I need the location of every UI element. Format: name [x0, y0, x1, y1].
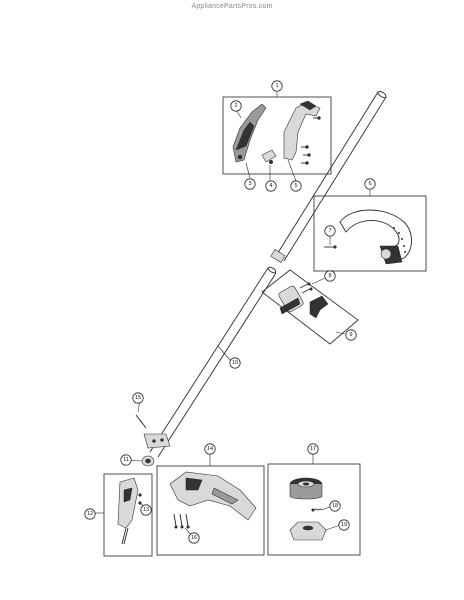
callout-2: 2: [230, 100, 242, 112]
drive-assembly-group: [103, 473, 153, 557]
trimmer-head-group: [267, 463, 361, 556]
svg-text:17: 17: [310, 446, 316, 452]
main-shaft: [149, 91, 387, 458]
callout-19: 19: [338, 519, 350, 531]
svg-text:10: 10: [232, 360, 238, 366]
svg-text:3: 3: [248, 181, 251, 187]
callout-10: 10: [229, 357, 241, 369]
callout-5: 5: [290, 180, 302, 192]
svg-text:11: 11: [123, 457, 129, 463]
callout-16-head: 18: [329, 500, 341, 512]
handle-housing-group: [222, 96, 332, 175]
svg-text:1: 1: [275, 83, 278, 89]
svg-text:2: 2: [234, 103, 237, 109]
callout-13: 13: [140, 504, 152, 516]
svg-text:4: 4: [269, 183, 272, 189]
svg-text:7: 7: [328, 228, 331, 234]
svg-text:15: 15: [135, 395, 141, 401]
handle-clamp-group: [261, 269, 359, 345]
callout-16-guard: 16: [188, 532, 200, 544]
guard-group: [156, 465, 265, 556]
watermark: AppliancePartsPros.com: [191, 3, 273, 10]
callout-1: 1: [271, 80, 283, 92]
callout-17: 17: [307, 443, 319, 455]
shaft-clamp-group: [135, 414, 171, 467]
callout-8: 8: [324, 270, 336, 282]
svg-text:5: 5: [294, 183, 297, 189]
svg-text:14: 14: [207, 446, 213, 452]
svg-text:9: 9: [349, 332, 352, 338]
callout-4: 4: [265, 180, 277, 192]
callout-6: 6: [364, 178, 376, 190]
svg-text:13: 13: [143, 507, 149, 513]
svg-text:16: 16: [191, 535, 197, 541]
callout-14: 14: [204, 443, 216, 455]
callout-12: 12: [84, 508, 96, 520]
callout-3: 3: [244, 178, 256, 190]
svg-text:12: 12: [87, 511, 93, 517]
callout-9: 9: [345, 329, 357, 341]
callout-11: 11: [120, 454, 132, 466]
callout-15: 15: [132, 392, 144, 404]
svg-text:8: 8: [328, 273, 331, 279]
svg-text:19: 19: [341, 522, 347, 528]
svg-text:18: 18: [332, 503, 338, 509]
svg-text:6: 6: [368, 181, 371, 187]
leader-lines: [95, 92, 371, 538]
callout-7: 7: [324, 225, 336, 237]
